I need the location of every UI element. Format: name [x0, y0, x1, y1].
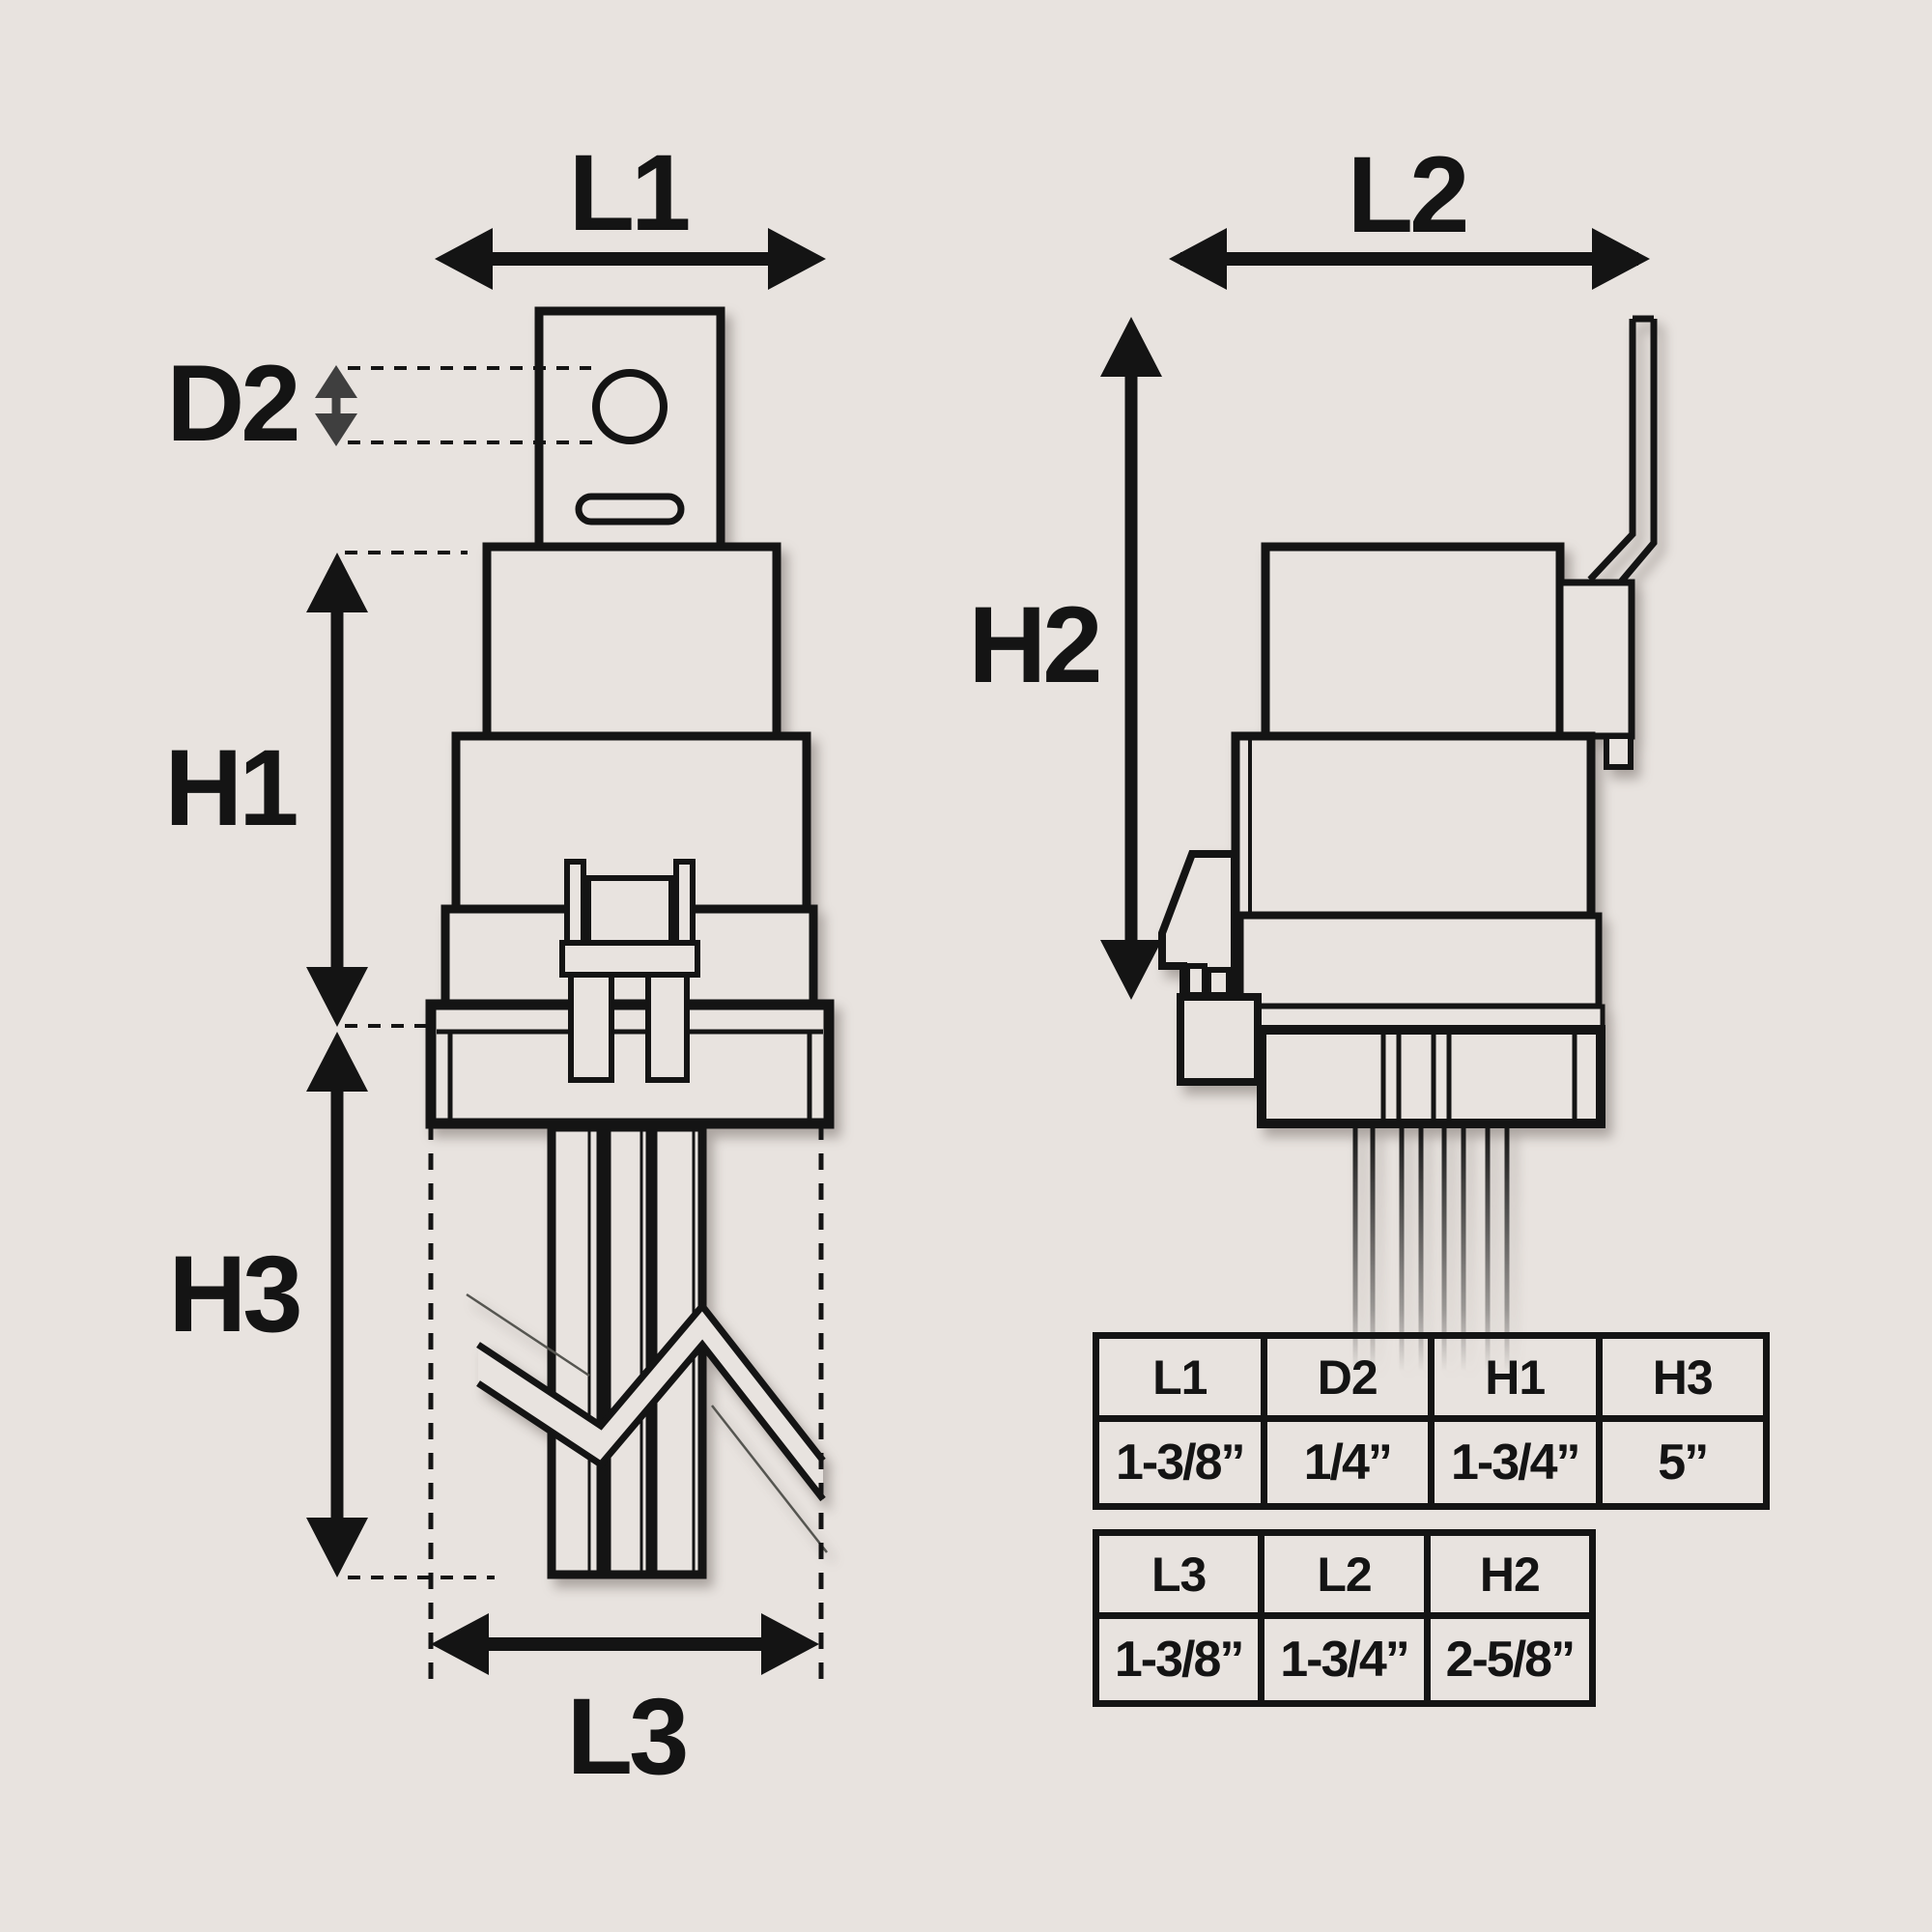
spec-table-primary: L1 D2 H1 H3 1-3/8” 1/4” 1-3/4” 5” — [1093, 1332, 1770, 1510]
dim-label-h1: H1 — [164, 727, 298, 848]
side-tab-notch — [1604, 733, 1634, 770]
dim-arrow-d2 — [315, 365, 357, 446]
dim-label-l1: L1 — [568, 132, 692, 253]
spec-table-primary-header-row: L1 D2 H1 H3 — [1093, 1332, 1770, 1422]
dim-label-h3: H3 — [168, 1234, 302, 1354]
dim-arrow-h2 — [1100, 317, 1162, 1000]
side-tab-mount — [1556, 579, 1635, 740]
table-header-cell: L3 — [1092, 1529, 1265, 1619]
side-view-figure — [1158, 315, 1658, 1372]
wire-break-symbol — [466, 1293, 828, 1553]
dim-arrow-h1 — [306, 553, 368, 1027]
dim-label-l3: L3 — [566, 1676, 690, 1797]
table-value-cell: 1-3/8” — [1092, 1612, 1265, 1707]
table-value-cell: 2-5/8” — [1423, 1612, 1597, 1707]
table-header-cell: H1 — [1428, 1332, 1603, 1422]
front-connector — [425, 999, 835, 1129]
table-value-cell: 1-3/4” — [1258, 1612, 1431, 1707]
side-connector-detail-lines — [1380, 1034, 1577, 1120]
spec-table-secondary-header-row: L3 L2 H2 — [1092, 1529, 1597, 1619]
table-header-cell: D2 — [1260, 1332, 1435, 1422]
dim-arrow-l3 — [431, 1613, 819, 1675]
dim-label-h2: H2 — [968, 584, 1102, 705]
dim-label-d2: D2 — [166, 343, 300, 464]
terminal-hole — [592, 369, 668, 444]
dim-arrow-h3 — [306, 1032, 368, 1577]
table-value-cell: 1/4” — [1260, 1415, 1435, 1510]
spec-table-secondary-value-row: 1-3/8” 1-3/4” 2-5/8” — [1092, 1612, 1597, 1707]
table-value-cell: 1-3/8” — [1093, 1415, 1267, 1510]
table-value-cell: 1-3/4” — [1428, 1415, 1603, 1510]
dim-label-l2: L2 — [1347, 134, 1470, 255]
dim-arrow-l1 — [435, 228, 826, 290]
dim-arrow-l2 — [1169, 228, 1650, 290]
side-wire-bundle — [1352, 1126, 1510, 1372]
spec-table-primary-value-row: 1-3/8” 1/4” 1-3/4” 5” — [1093, 1415, 1770, 1510]
front-construction-lines — [345, 366, 824, 1684]
front-latch-clip — [559, 859, 700, 1083]
side-mounting-bracket — [1158, 850, 1262, 1086]
side-upper-body — [1261, 542, 1565, 741]
front-view-figure — [425, 306, 835, 1579]
spec-table-secondary: L3 L2 H2 1-3/8” 1-3/4” 2-5/8” — [1092, 1529, 1597, 1707]
side-lower-band — [1236, 912, 1603, 1010]
side-mid-body — [1231, 731, 1596, 921]
front-upper-body — [482, 542, 781, 741]
table-header-cell: L1 — [1093, 1332, 1267, 1422]
table-header-cell: L2 — [1258, 1529, 1431, 1619]
table-header-cell: H3 — [1595, 1332, 1770, 1422]
terminal-slot — [575, 493, 685, 526]
table-value-cell: 5” — [1595, 1415, 1770, 1510]
side-terminal-tab — [1587, 315, 1658, 595]
table-header-cell: H2 — [1423, 1529, 1597, 1619]
